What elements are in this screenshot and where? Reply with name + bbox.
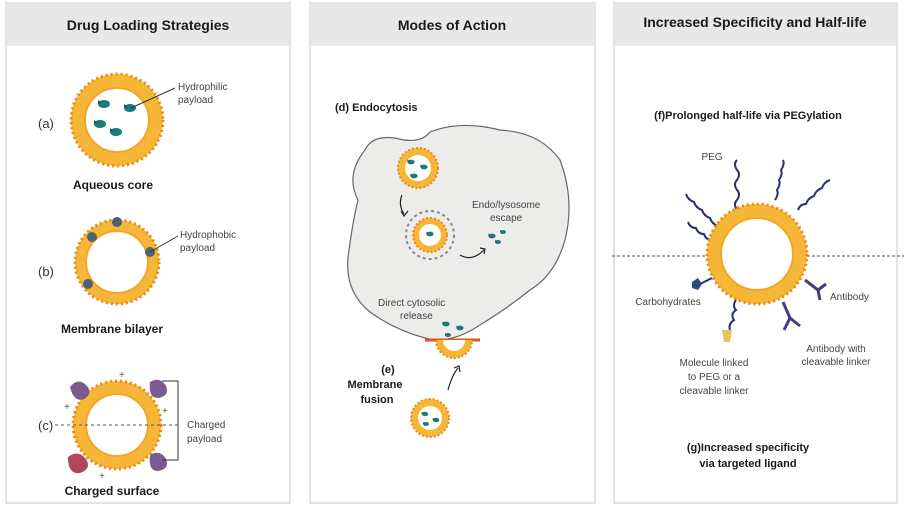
peg-chains <box>685 159 831 241</box>
fusing-liposome <box>425 338 480 359</box>
antibody-linker-label-1: Antibody with <box>806 344 865 355</box>
escape-label-1: Endo/lysosome <box>472 200 541 211</box>
antibody-linker-label-2: cleavable linker <box>802 357 872 368</box>
panel-header <box>7 4 289 46</box>
endocytosing-liposome <box>397 147 439 189</box>
hydrophobic-label-2: payload <box>180 243 215 254</box>
label-b: (b) <box>38 264 54 279</box>
fusion-letter: (e) <box>381 364 395 376</box>
endocytosis-title: (d) Endocytosis <box>335 102 418 114</box>
molecule-label-1: Molecule linked <box>680 358 749 369</box>
caption-aqueous-core: Aqueous core <box>73 178 153 192</box>
liposome-aqueous-core <box>69 72 176 168</box>
hydrophilic-label-2: payload <box>178 95 213 106</box>
svg-text:+: + <box>99 471 105 482</box>
free-liposome <box>410 398 450 438</box>
fusion-label-2: fusion <box>361 394 394 406</box>
caption-membrane-bilayer: Membrane bilayer <box>61 322 163 336</box>
antibody-linker-ligand <box>781 301 801 331</box>
peg-linked-molecule <box>722 299 738 342</box>
caption-charged-surface: Charged surface <box>65 484 160 498</box>
specificity-label-1: (g)Increased specificity <box>687 442 810 454</box>
svg-text:+: + <box>64 402 70 413</box>
molecule-label-2: to PEG or a <box>688 372 741 383</box>
endosome <box>405 210 455 260</box>
panel-specificity: Increased Specificity and Half-life (f)P… <box>612 2 904 504</box>
charged-label-1: Charged <box>187 420 225 431</box>
pegylated-liposome <box>705 202 809 306</box>
svg-text:+: + <box>162 406 168 417</box>
direct-release-label-1: Direct cytosolic <box>378 298 445 309</box>
charged-label-2: payload <box>187 434 222 445</box>
fusion-label-1: Membrane <box>347 379 402 391</box>
label-a: (a) <box>38 116 54 131</box>
antibody-ligand <box>804 278 827 301</box>
specificity-label-2: via targeted ligand <box>699 458 796 470</box>
panel-modes-of-action: Modes of Action (d) Endocytosis Endo/lys… <box>309 2 596 504</box>
carbohydrates-label: Carbohydrates <box>635 297 701 308</box>
panel-title-loading: Drug Loading Strategies <box>67 17 230 33</box>
liposome-membrane-bilayer <box>73 217 179 306</box>
label-c: (c) <box>38 418 53 433</box>
peg-label: PEG <box>701 152 722 163</box>
hydrophobic-label-1: Hydrophobic <box>180 230 236 241</box>
panel-title-action: Modes of Action <box>398 17 506 33</box>
escape-label-2: escape <box>490 213 523 224</box>
liposome-charged-surface: + + + + <box>55 370 179 482</box>
panel-header <box>311 4 594 46</box>
molecule-label-3: cleavable linker <box>680 386 750 397</box>
direct-release-label-2: release <box>400 311 433 322</box>
svg-text:+: + <box>119 370 125 381</box>
carbohydrate-ligand <box>692 277 713 290</box>
panel-drug-loading: Drug Loading Strategies (a) Hydrophilic … <box>5 2 291 504</box>
panel-title-specificity: Increased Specificity and Half-life <box>643 14 867 30</box>
panel-header <box>615 4 896 46</box>
antibody-label: Antibody <box>830 292 869 303</box>
hydrophilic-label-1: Hydrophilic <box>178 82 227 93</box>
pegylation-title: (f)Prolonged half-life via PEGylation <box>654 110 842 122</box>
